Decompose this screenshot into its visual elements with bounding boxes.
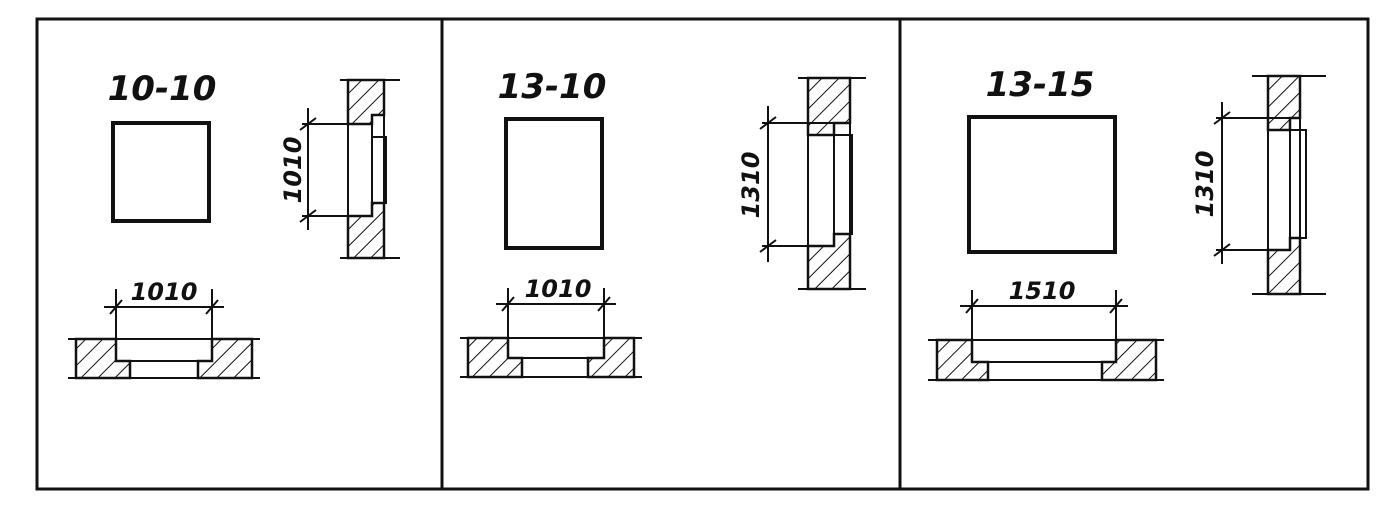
horizontal-section [460,288,642,379]
panel-10-10: 10-10 1010 [68,69,400,380]
window-mark-label: 10-10 [108,69,217,109]
vertical-section [299,78,400,260]
height-dimension: 1310 [1191,151,1219,218]
window-elevation [967,115,1117,254]
window-elevation [504,117,604,250]
panel-13-15: 13-15 1310 [928,65,1326,382]
width-dimension: 1510 [1009,277,1076,305]
vertical-section [1213,74,1326,296]
window-mark-label: 13-15 [986,65,1095,105]
height-dimension: 1010 [279,137,307,204]
drawing-frame [35,17,1370,491]
panel-13-10: 13-10 1310 [460,67,866,379]
window-elevation [111,121,211,223]
width-dimension: 1010 [131,278,198,306]
width-dimension: 1010 [525,275,592,303]
window-mark-label: 13-10 [498,67,607,107]
height-dimension: 1310 [737,152,765,219]
vertical-section [759,76,866,291]
horizontal-section [928,290,1164,382]
horizontal-section [68,289,260,380]
